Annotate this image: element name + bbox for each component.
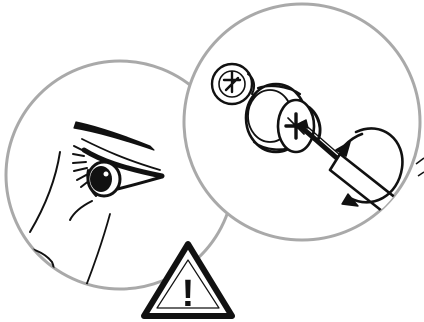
small-cam-lock (212, 64, 254, 104)
screw-detail-panel (184, 4, 424, 240)
handle-extension-line-2 (418, 172, 424, 176)
handle-extension-line (416, 158, 424, 164)
warning-exclamation: ! (182, 273, 195, 315)
